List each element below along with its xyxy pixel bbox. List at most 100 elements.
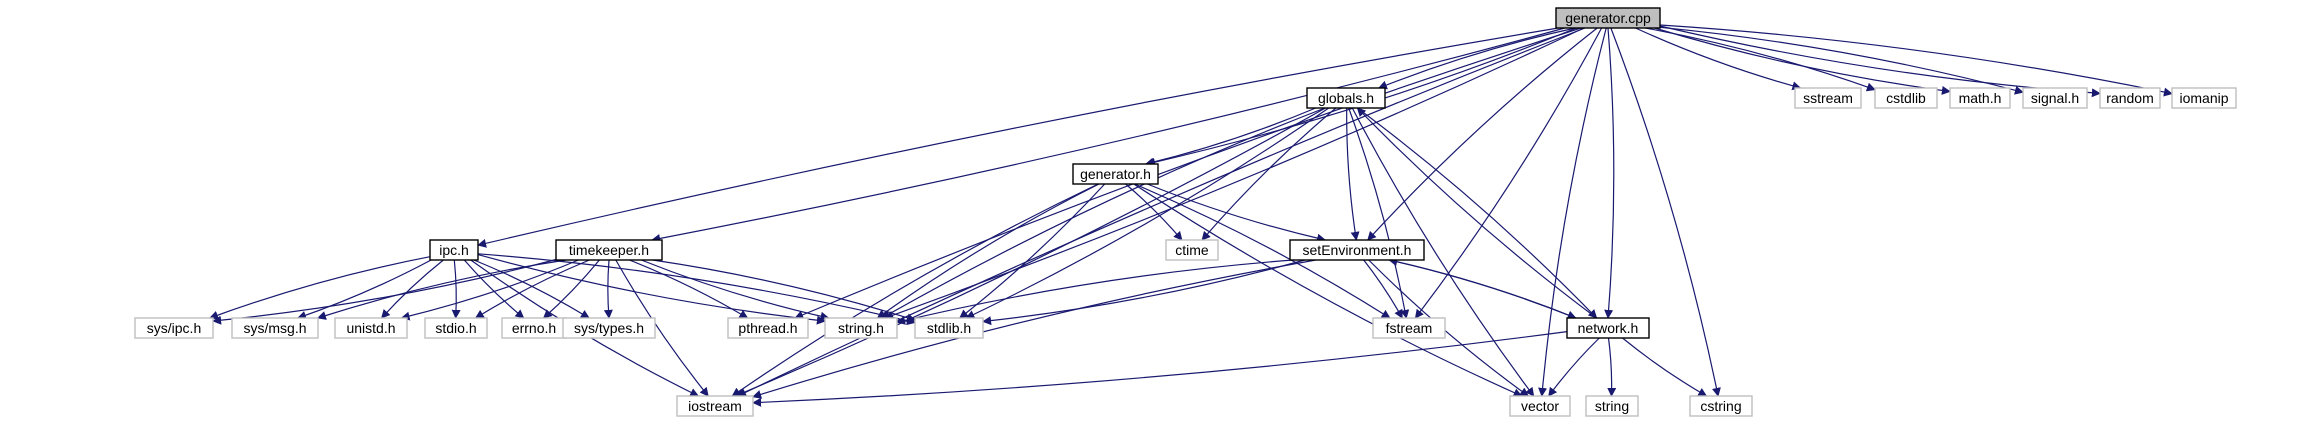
edge-ipc_h-to-unistd_h (380, 259, 444, 319)
node-vector: vector (1509, 395, 1571, 417)
node-label-string: string (1595, 398, 1629, 414)
edge-generator_cpp-to-vector (1538, 27, 1607, 397)
node-cstring: cstring (1689, 395, 1753, 417)
node-label-cstdlib: cstdlib (1886, 90, 1926, 106)
edge-globals_h-to-vector (1351, 107, 1535, 397)
node-ctime: ctime (1165, 239, 1219, 261)
node-unistd_h: unistd.h (334, 317, 408, 339)
edge-globals_h-to-string_h (881, 107, 1326, 319)
node-iomanip: iomanip (2171, 87, 2237, 109)
node-box-sys_types_h (562, 317, 656, 339)
edge-setEnvironment_h-to-vector (1368, 259, 1530, 397)
node-stdlib_h: stdlib.h (914, 317, 984, 339)
edge-generator_cpp-to-math_h (1654, 27, 1951, 95)
node-box-pthread_h (727, 317, 809, 339)
node-box-iostream (676, 395, 754, 417)
node-label-timekeeper_h: timekeeper.h (569, 242, 649, 258)
node-box-setEnvironment_h (1289, 239, 1425, 261)
node-box-generator_h (1072, 163, 1159, 185)
node-setEnvironment_h[interactable]: setEnvironment.h (1289, 239, 1425, 261)
edge-globals_h-to-iostream (734, 107, 1326, 397)
node-box-network_h (1566, 317, 1650, 339)
edge-network_h-to-globals_h (1356, 107, 1597, 319)
edge-timekeeper_h-to-errno_h (542, 259, 600, 319)
node-globals_h[interactable]: globals.h (1306, 87, 1386, 109)
node-iostream: iostream (676, 395, 754, 417)
node-box-string_h (824, 317, 898, 339)
node-box-stdio_h (424, 317, 488, 339)
edge-generator_cpp-to-pthread_h (794, 27, 1582, 320)
edge-ipc_h-to-stdlib_h (477, 253, 916, 326)
edge-network_h-to-string (1607, 337, 1617, 397)
edge-globals_h-to-stdlib_h (965, 107, 1330, 319)
node-fstream: fstream (1372, 317, 1446, 339)
edge-timekeeper_h-to-stdlib_h (652, 259, 916, 323)
edge-generator_h-to-vector (1133, 183, 1523, 397)
node-string_h: string.h (824, 317, 898, 339)
edge-setEnvironment_h-to-iostream (752, 259, 1316, 399)
node-label-iomanip: iomanip (2179, 90, 2228, 106)
node-timekeeper_h[interactable]: timekeeper.h (555, 239, 663, 261)
node-label-ctime: ctime (1175, 242, 1209, 258)
edge-globals_h-to-network_h (1357, 107, 1598, 319)
edge-timekeeper_h-to-sys_msg_h (316, 259, 567, 320)
node-label-iostream: iostream (688, 398, 742, 414)
node-label-random: random (2106, 90, 2153, 106)
edge-generator_cpp-to-ipc_h (477, 27, 1559, 248)
node-sys_ipc_h: sys/ipc.h (134, 317, 214, 339)
node-sys_msg_h: sys/msg.h (231, 317, 319, 339)
node-box-math_h (1949, 87, 2011, 109)
edge-generator_cpp-to-timekeeper_h (651, 27, 1566, 243)
node-label-math_h: math.h (1959, 90, 2002, 106)
node-box-globals_h (1306, 87, 1386, 109)
node-network_h[interactable]: network.h (1566, 317, 1650, 339)
edge-generator_h-to-fstream (1134, 183, 1391, 319)
edge-generator_h-to-ctime (1125, 183, 1183, 241)
edge-globals_h-to-ctime (1201, 107, 1337, 241)
node-box-generator_cpp (1555, 7, 1661, 29)
node-box-iomanip (2171, 87, 2237, 109)
node-box-random (2099, 87, 2161, 109)
edge-generator_cpp-to-setEnvironment_h (1367, 27, 1598, 241)
node-label-errno_h: errno.h (512, 320, 556, 336)
edge-generator_h-to-setEnvironment_h (1147, 183, 1327, 243)
edges (209, 24, 2173, 407)
node-label-sstream: sstream (1803, 90, 1853, 106)
edge-timekeeper_h-to-unistd_h (400, 259, 579, 321)
node-box-sstream (1794, 87, 1862, 109)
edge-timekeeper_h-to-string_h (641, 259, 830, 321)
node-label-vector: vector (1521, 398, 1559, 414)
node-label-generator_h: generator.h (1080, 166, 1151, 182)
edge-generator_cpp-to-string_h (884, 27, 1585, 320)
node-cstdlib: cstdlib (1874, 87, 1938, 109)
node-box-cstring (1689, 395, 1753, 417)
edge-globals_h-to-setEnvironment_h (1346, 107, 1360, 241)
edge-ipc_h-to-sys_ipc_h (209, 256, 431, 320)
node-box-sys_msg_h (231, 317, 319, 339)
edge-setEnvironment_h-to-stdlib_h (982, 259, 1305, 326)
edge-network_h-to-cstring (1622, 337, 1708, 397)
node-generator_h[interactable]: generator.h (1072, 163, 1159, 185)
node-string: string (1585, 395, 1639, 417)
node-generator_cpp[interactable]: generator.cpp (1555, 7, 1661, 29)
edge-timekeeper_h-to-pthread_h (629, 259, 749, 319)
edge-ipc_h-to-stdio_h (451, 259, 461, 319)
node-box-timekeeper_h (555, 239, 663, 261)
node-label-fstream: fstream (1386, 320, 1433, 336)
edge-generator_h-to-string_h (876, 183, 1100, 319)
node-ipc_h[interactable]: ipc.h (429, 239, 479, 261)
edge-setEnvironment_h-to-string_h (896, 259, 1294, 325)
node-box-string (1585, 395, 1639, 417)
edge-timekeeper_h-to-sys_types_h (603, 259, 613, 319)
node-sstream: sstream (1794, 87, 1862, 109)
edge-setEnvironment_h-to-fstream (1363, 259, 1403, 319)
node-label-cstring: cstring (1700, 398, 1741, 414)
edge-generator_cpp-to-sstream (1635, 27, 1802, 91)
edge-globals_h-to-generator_h (1144, 107, 1316, 167)
node-box-vector (1509, 395, 1571, 417)
node-label-pthread_h: pthread.h (738, 320, 797, 336)
edge-generator_h-to-stdlib_h (959, 183, 1106, 319)
edge-generator_cpp-to-cstdlib (1645, 27, 1876, 92)
node-box-signal_h (2022, 87, 2088, 109)
edge-timekeeper_h-to-sys_ipc_h (212, 258, 557, 325)
